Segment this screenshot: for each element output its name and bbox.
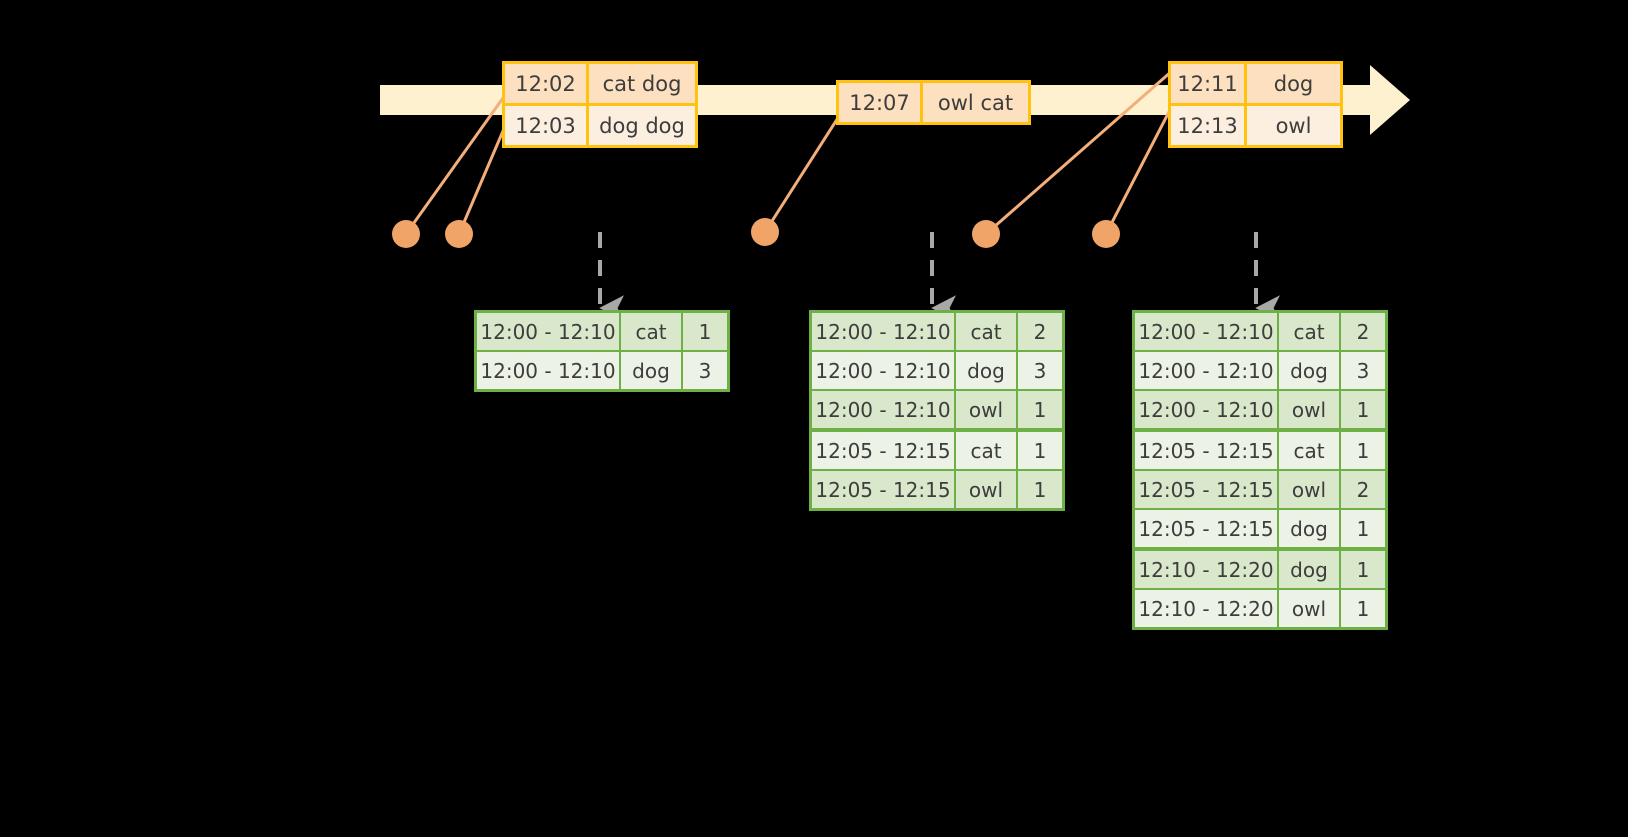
event-timestamp: 12:02 — [505, 64, 589, 103]
key-cell: owl — [1279, 391, 1341, 428]
event-dot-1-connector — [404, 90, 510, 235]
count-cell: 1 — [1341, 590, 1385, 627]
window-cell: 12:00 - 12:10 — [812, 313, 956, 350]
count-cell: 1 — [1341, 510, 1385, 547]
window-cell: 12:00 - 12:10 — [812, 391, 956, 428]
key-cell: dog — [621, 352, 683, 389]
count-cell: 3 — [1341, 352, 1385, 389]
key-cell: dog — [1279, 352, 1341, 389]
key-cell: dog — [956, 352, 1018, 389]
event-dot-3[interactable] — [751, 218, 779, 246]
count-cell: 1 — [1341, 432, 1385, 469]
event-dots — [392, 218, 1120, 248]
key-cell: cat — [956, 432, 1018, 469]
count-cell: 2 — [1341, 313, 1385, 350]
event-timestamp: 12:13 — [1171, 106, 1247, 145]
window-cell: 12:00 - 12:10 — [477, 352, 621, 389]
key-cell: owl — [956, 391, 1018, 428]
window-cell: 12:00 - 12:10 — [477, 313, 621, 350]
key-cell: cat — [956, 313, 1018, 350]
event-payload: cat dog — [589, 64, 695, 103]
event-dot-2-connector — [457, 123, 508, 235]
count-cell: 1 — [1018, 391, 1062, 428]
count-cell: 2 — [1018, 313, 1062, 350]
event-dot-5-connector — [1104, 105, 1174, 235]
count-cell: 1 — [1341, 391, 1385, 428]
window-cell: 12:05 - 12:15 — [812, 471, 956, 508]
window-cell: 12:05 - 12:15 — [812, 432, 956, 469]
window-cell: 12:00 - 12:10 — [1135, 391, 1279, 428]
event-dot-3-connector — [763, 109, 845, 233]
count-cell: 1 — [683, 313, 727, 350]
key-cell: owl — [956, 471, 1018, 508]
key-cell: cat — [1279, 313, 1341, 350]
key-cell: dog — [1279, 510, 1341, 547]
event-payload: dog — [1247, 64, 1340, 103]
window-cell: 12:05 - 12:15 — [1135, 510, 1279, 547]
window-cell: 12:10 - 12:20 — [1135, 590, 1279, 627]
event-dot-4[interactable] — [972, 220, 1000, 248]
count-cell: 1 — [1018, 432, 1062, 469]
key-cell: cat — [621, 313, 683, 350]
event-payload: owl cat — [923, 83, 1028, 122]
window-cell: 12:00 - 12:10 — [812, 352, 956, 389]
key-cell: dog — [1279, 551, 1341, 588]
window-cell: 12:05 - 12:15 — [1135, 432, 1279, 469]
window-cell: 12:10 - 12:20 — [1135, 551, 1279, 588]
window-cell: 12:00 - 12:10 — [1135, 352, 1279, 389]
event-timestamp: 12:07 — [839, 83, 923, 122]
count-cell: 1 — [1341, 551, 1385, 588]
key-cell: cat — [1279, 432, 1341, 469]
count-cell: 3 — [1018, 352, 1062, 389]
event-timestamp: 12:03 — [505, 106, 589, 145]
emit-arrows — [598, 232, 1280, 321]
count-cell: 1 — [1018, 471, 1062, 508]
key-cell: owl — [1279, 471, 1341, 508]
event-dot-5[interactable] — [1092, 220, 1120, 248]
window-cell: 12:05 - 12:15 — [1135, 471, 1279, 508]
key-cell: owl — [1279, 590, 1341, 627]
event-payload: dog dog — [589, 106, 695, 145]
event-timestamp: 12:11 — [1171, 64, 1247, 103]
count-cell: 2 — [1341, 471, 1385, 508]
event-payload: owl — [1247, 106, 1340, 145]
event-dot-2[interactable] — [445, 220, 473, 248]
event-dot-1[interactable] — [392, 220, 420, 248]
count-cell: 3 — [683, 352, 727, 389]
window-cell: 12:00 - 12:10 — [1135, 313, 1279, 350]
